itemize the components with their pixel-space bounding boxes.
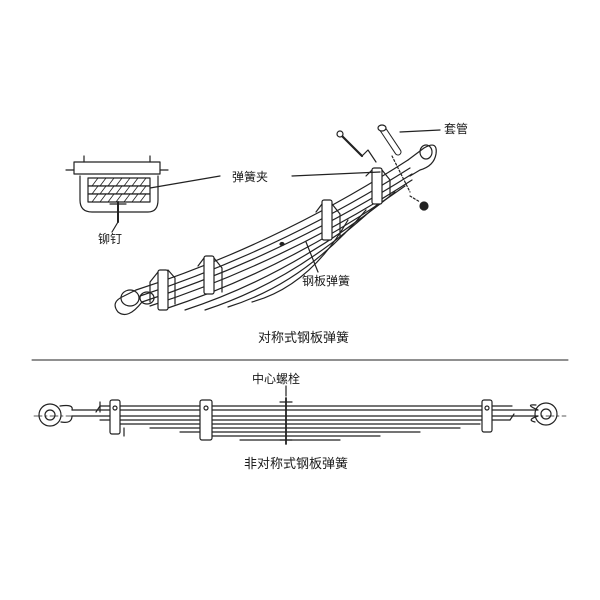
spring-clip-1 — [149, 269, 176, 311]
leaf-spring-label: 钢板弹簧 — [302, 274, 351, 288]
bottom-clip-1 — [109, 399, 121, 435]
spring-clip-4 — [365, 167, 391, 205]
leaf-spring-leader — [305, 241, 319, 273]
sleeve-leader — [399, 129, 441, 133]
nut — [409, 195, 429, 211]
sleeve — [377, 124, 402, 156]
spring-clip-2 — [197, 255, 223, 295]
symmetric-caption: 对称式钢板弹簧 — [258, 331, 350, 346]
asymmetric-leaf-spring — [33, 385, 567, 445]
asymmetric-caption: 非对称式钢板弹簧 — [244, 457, 349, 472]
spring-clip-leader — [291, 171, 381, 177]
center-bolt-label: 中心螺栓 — [252, 372, 301, 386]
spring-clip-label: 弹簧夹 — [232, 170, 269, 184]
bottom-clip-3 — [481, 399, 493, 433]
bottom-clip-2 — [199, 399, 213, 441]
symmetric-leaf-spring — [114, 124, 441, 315]
sleeve-label: 套管 — [444, 122, 469, 136]
rivet-label: 铆钉 — [98, 232, 123, 246]
clip-cross-section — [65, 155, 221, 233]
spring-clip-detail-leader — [149, 175, 221, 189]
pin — [336, 130, 377, 163]
spring-clip-3 — [315, 199, 341, 241]
rivet-leader — [111, 221, 119, 233]
center-bolt — [279, 397, 293, 445]
